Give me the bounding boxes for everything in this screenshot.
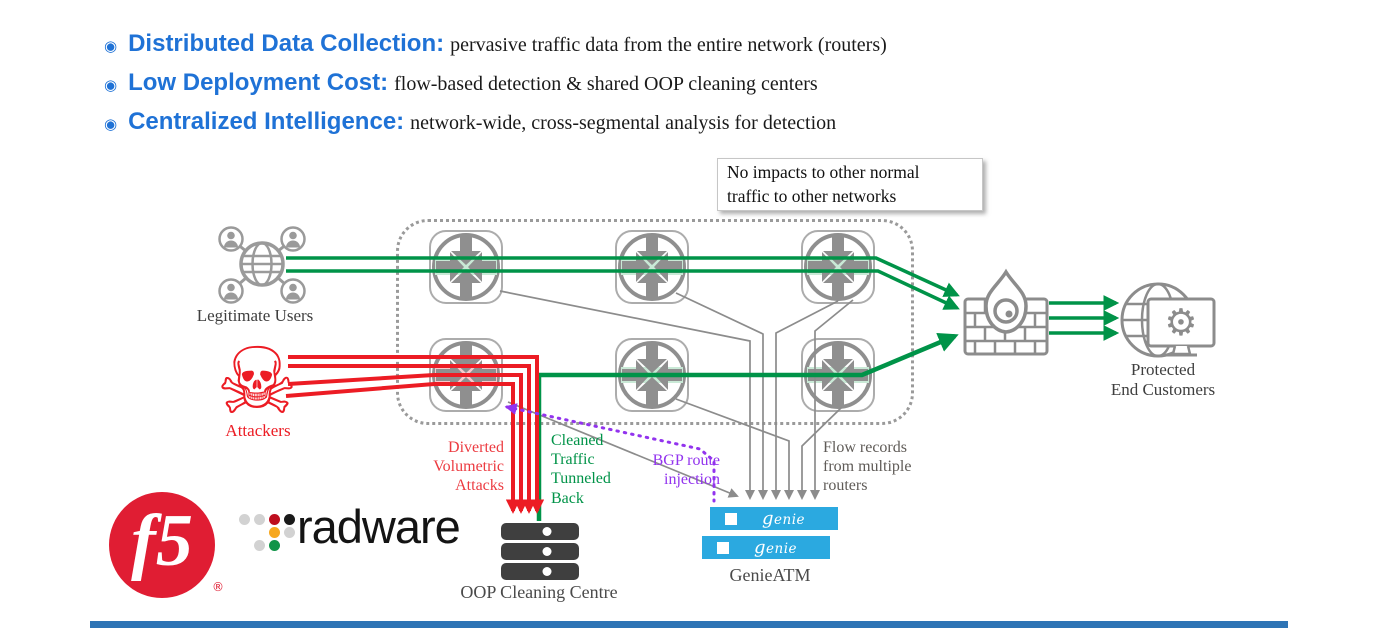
protected-customers-label: Protected End Customers [1110,360,1216,400]
bullet-item: ◉ Low Deployment Cost: flow-based detect… [104,69,887,97]
server-stack-icon [501,523,579,580]
legitimate-users-label: Legitimate Users [196,306,314,325]
bullet-icon: ◉ [104,76,118,94]
genie-appliance: genie [710,507,838,530]
legitimate-users-icon [218,226,306,304]
genie-brand-rest: enie [774,511,806,528]
checkbox-icon [725,512,737,525]
footer-accent-bar [90,621,1288,628]
bullet-list: ◉ Distributed Data Collection: pervasive… [104,30,887,136]
diverted-attacks-label: Diverted Volumetric Attacks [433,439,504,495]
network-boundary [396,219,914,425]
bullet-body: pervasive traffic data from the entire n… [450,34,887,56]
cleaned-traffic-label: Cleaned Traffic Tunneled Back [551,432,611,507]
f5-logo: f5 [109,492,215,598]
genie-brand-rest: enie [766,540,798,557]
radware-logo: radware [297,500,461,553]
bullet-heading: Distributed Data Collection: [128,30,445,57]
flow-records-label: Flow records from multiple routers [823,439,912,495]
f5-registered-mark: ® [212,580,224,594]
bgp-injection-label: BGP route injection [652,452,720,489]
genie-brand-initial: g [762,507,775,529]
checkbox-icon [717,541,729,554]
firewall-icon [963,268,1049,356]
bullet-body: flow-based detection & shared OOP cleani… [394,73,818,95]
oop-centre-label: OOP Cleaning Centre [460,582,618,602]
genie-brand: genie [762,507,806,529]
bullet-item: ◉ Distributed Data Collection: pervasive… [104,30,887,58]
flame-icon [984,268,1028,334]
genie-appliance: genie [702,536,830,559]
bullet-icon: ◉ [104,115,118,133]
bullet-heading: Centralized Intelligence: [128,108,405,135]
genie-brand-initial: g [754,536,767,558]
bullet-icon: ◉ [104,37,118,55]
gear-icon: ⚙ [1164,301,1197,344]
bullet-item: ◉ Centralized Intelligence: network-wide… [104,108,887,136]
bullet-heading: Low Deployment Cost: [128,69,389,96]
genie-atm-label: GenieATM [729,565,811,585]
skull-crossbones-icon: ☠ [216,328,298,435]
attackers-label: Attackers [225,421,291,440]
radware-dots-icon [239,514,299,556]
bullet-body: network-wide, cross-segmental analysis f… [410,112,837,134]
protected-customers-icon: ⚙ [1120,282,1216,358]
note-box: No impacts to other normal traffic to ot… [717,158,983,212]
genie-brand: genie [754,536,798,558]
